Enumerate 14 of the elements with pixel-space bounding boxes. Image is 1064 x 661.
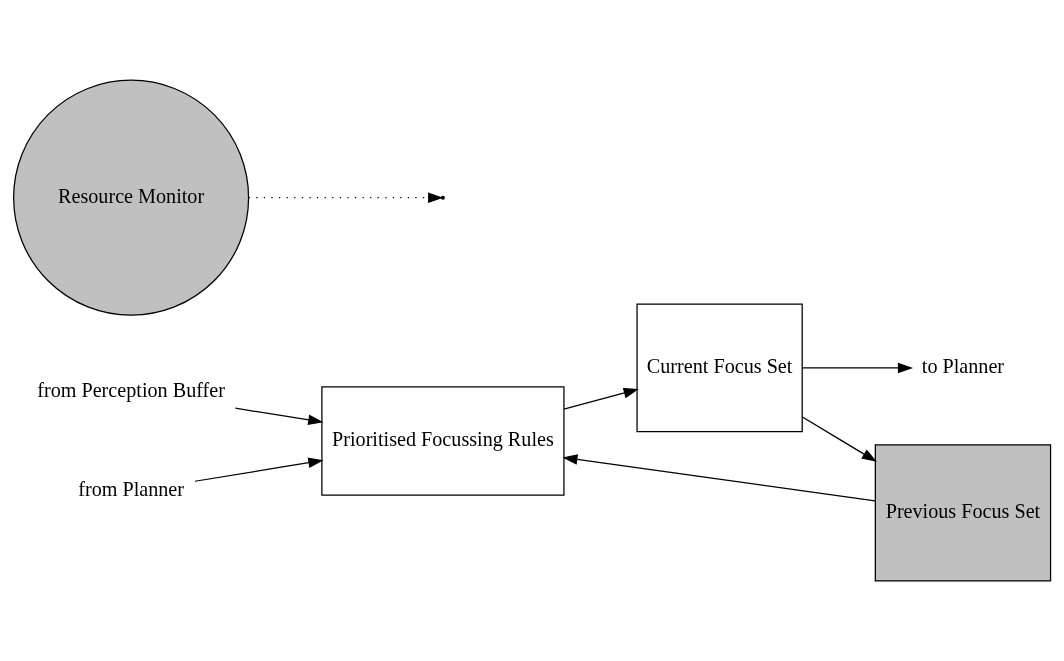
node-circle: Resource Monitor [13, 79, 250, 316]
node-box: Previous Focus Set [874, 444, 1052, 582]
arrow [801, 362, 914, 374]
node-text: from Perception Buffer [37, 378, 225, 401]
arrow [248, 192, 444, 203]
arrow [801, 416, 877, 462]
node-text: to Planner [921, 354, 1005, 377]
arrow [194, 457, 324, 482]
node-box: Current Focus Set [636, 303, 803, 433]
arrow [234, 407, 324, 426]
arrow [563, 387, 639, 410]
arrow [562, 454, 876, 502]
node-box: Prioritised Focussing Rules [321, 386, 565, 496]
node-text: from Planner [78, 478, 185, 501]
